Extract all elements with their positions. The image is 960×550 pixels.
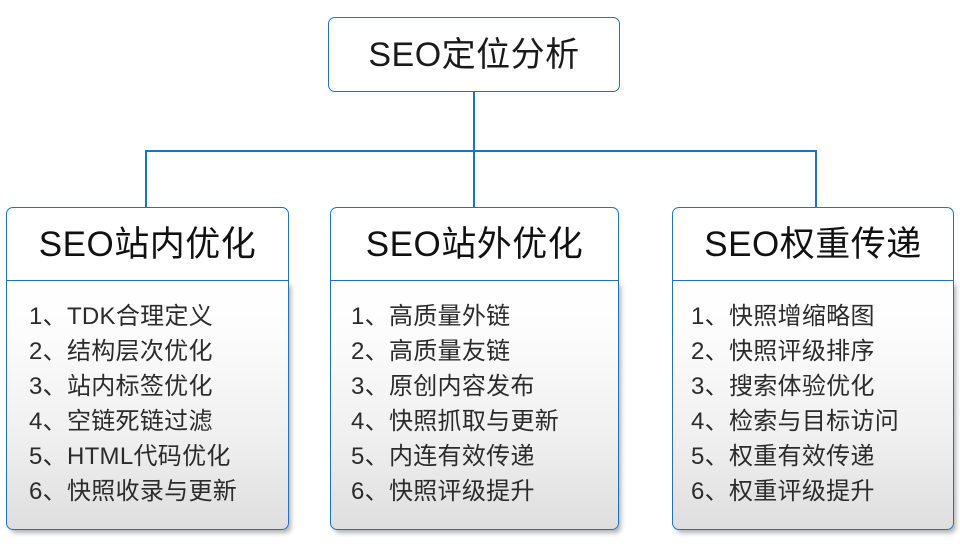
connector-branch-3-vertical [815,150,817,207]
branch-column-2: SEO站外优化 1、高质量外链 2、高质量友链 3、原创内容发布 4、快照抓取与… [330,207,619,530]
branch-3-list: 1、快照增缩略图 2、快照评级排序 3、搜索体验优化 4、检索与目标访问 5、权… [673,299,953,509]
list-item: 1、快照增缩略图 [691,303,875,330]
branch-1-panel: 1、TDK合理定义 2、结构层次优化 3、站内标签优化 4、空链死链过滤 5、H… [6,280,289,530]
branch-1-list: 1、TDK合理定义 2、结构层次优化 3、站内标签优化 4、空链死链过滤 5、H… [7,299,288,509]
branch-1-header[interactable]: SEO站内优化 [6,207,289,280]
list-item: 6、快照收录与更新 [29,478,238,505]
branch-column-3: SEO权重传递 1、快照增缩略图 2、快照评级排序 3、搜索体验优化 4、检索与… [672,207,954,530]
connector-branch-1-vertical [145,150,147,207]
connector-root-vertical [473,92,475,151]
branch-2-list: 1、高质量外链 2、高质量友链 3、原创内容发布 4、快照抓取与更新 5、内连有… [331,299,618,509]
list-item: 3、站内标签优化 [29,373,213,400]
list-item: 3、搜索体验优化 [691,373,875,400]
branch-1-header-label: SEO站内优化 [38,224,257,264]
list-item: 4、空链死链过滤 [29,408,213,435]
root-node[interactable]: SEO定位分析 [328,17,620,92]
list-item: 2、结构层次优化 [29,338,213,365]
list-item: 1、高质量外链 [351,303,511,330]
branch-2-header-label: SEO站外优化 [365,224,584,264]
branch-3-panel: 1、快照增缩略图 2、快照评级排序 3、搜索体验优化 4、检索与目标访问 5、权… [672,280,954,530]
list-item: 5、权重有效传递 [691,443,875,470]
list-item: 4、检索与目标访问 [691,408,900,435]
list-item: 2、高质量友链 [351,338,511,365]
connector-branch-2-vertical [473,150,475,207]
branch-2-header[interactable]: SEO站外优化 [330,207,619,280]
branch-3-header[interactable]: SEO权重传递 [672,207,954,280]
list-item: 6、权重评级提升 [691,478,875,505]
list-item: 1、TDK合理定义 [29,303,214,330]
root-node-label: SEO定位分析 [368,35,580,74]
branch-2-panel: 1、高质量外链 2、高质量友链 3、原创内容发布 4、快照抓取与更新 5、内连有… [330,280,619,530]
list-item: 5、内连有效传递 [351,443,535,470]
list-item: 3、原创内容发布 [351,373,535,400]
branch-3-header-label: SEO权重传递 [704,224,922,264]
list-item: 5、HTML代码优化 [29,443,231,470]
list-item: 4、快照抓取与更新 [351,408,560,435]
connector-horizontal-bus [145,150,816,152]
branch-column-1: SEO站内优化 1、TDK合理定义 2、结构层次优化 3、站内标签优化 4、空链… [6,207,289,530]
list-item: 6、快照评级提升 [351,478,535,505]
list-item: 2、快照评级排序 [691,338,875,365]
